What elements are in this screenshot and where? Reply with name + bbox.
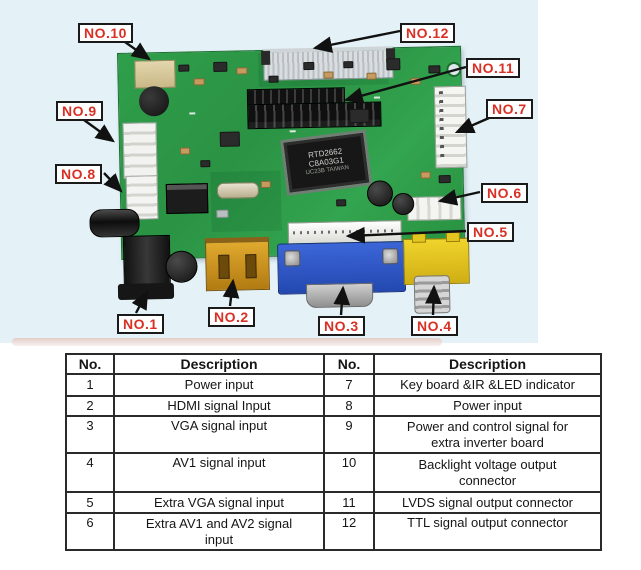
vga-screw bbox=[382, 248, 399, 265]
cell-desc: AV1 signal input bbox=[113, 452, 325, 493]
table-row: 1 Power input 7 Key board &IR &LED indic… bbox=[65, 373, 602, 397]
dc-jack-base bbox=[117, 282, 175, 301]
hdmi-connector bbox=[204, 236, 270, 292]
cell-no: 5 bbox=[65, 491, 115, 514]
callout-no3: NO.3 bbox=[318, 316, 365, 336]
smd-part bbox=[178, 64, 190, 72]
silkscreen-mark bbox=[189, 112, 196, 115]
callout-no11: NO.11 bbox=[466, 58, 521, 78]
cell-desc: Power input bbox=[113, 373, 325, 397]
cell-desc: Backlight voltage output connector bbox=[373, 452, 602, 493]
crystal-oscillator bbox=[216, 182, 260, 199]
cell-desc: VGA signal input bbox=[113, 415, 325, 454]
table-row: 5 Extra VGA signal input 11 LVDS signal … bbox=[65, 491, 602, 514]
av-rca-barrel bbox=[413, 275, 451, 314]
cell-desc: HDMI signal Input bbox=[113, 395, 325, 417]
callout-no7: NO.7 bbox=[486, 99, 533, 119]
smd-part bbox=[410, 77, 421, 85]
smd-part bbox=[216, 209, 229, 218]
inverter-power-connector bbox=[122, 122, 158, 179]
main-chip: RTD2662 C8A03G1 UC23B TAIWAN bbox=[283, 132, 370, 193]
smd-part bbox=[200, 160, 211, 168]
dc-jack-barrel bbox=[89, 208, 140, 238]
table-row: 2 HDMI signal Input 8 Power input bbox=[65, 395, 602, 417]
cell-no: 1 bbox=[65, 373, 115, 397]
callout-no6: NO.6 bbox=[481, 183, 528, 203]
cell-no: 6 bbox=[65, 512, 115, 551]
cell-no: 9 bbox=[323, 415, 375, 454]
table-row: 4 AV1 signal input 10 Backlight voltage … bbox=[65, 452, 602, 493]
pcb-board: RTD2662 C8A03G1 UC23B TAIWAN bbox=[89, 45, 470, 314]
photo-shadow bbox=[12, 338, 442, 346]
smd-part bbox=[438, 175, 451, 184]
backlight-output-connector bbox=[134, 59, 176, 89]
cell-no: 3 bbox=[65, 415, 115, 454]
callout-no12: NO.12 bbox=[400, 23, 455, 43]
cell-no: 11 bbox=[323, 491, 375, 514]
col-header-desc-left: Description bbox=[113, 353, 325, 375]
smd-part bbox=[366, 72, 377, 80]
callout-no2: NO.2 bbox=[208, 307, 255, 327]
smd-part bbox=[193, 78, 205, 86]
cell-desc: Extra VGA signal input bbox=[113, 491, 325, 514]
cell-desc: LVDS signal output connector bbox=[373, 491, 602, 514]
cell-no: 2 bbox=[65, 395, 115, 417]
keyboard-connector bbox=[433, 85, 468, 169]
spec-table: No. Description No. Description 1 Power … bbox=[65, 353, 602, 551]
callout-no1: NO.1 bbox=[117, 314, 164, 334]
cell-desc: Power input bbox=[373, 395, 602, 417]
board-photo: RTD2662 C8A03G1 UC23B TAIWAN bbox=[0, 0, 641, 350]
capacitor bbox=[366, 180, 394, 207]
smd-part bbox=[268, 75, 279, 83]
cell-no: 8 bbox=[323, 395, 375, 417]
cell-no: 12 bbox=[323, 512, 375, 551]
col-header-desc-right: Description bbox=[373, 353, 602, 375]
smd-part bbox=[343, 61, 354, 69]
callout-no5: NO.5 bbox=[467, 222, 514, 242]
smd-part bbox=[260, 180, 271, 189]
pcb-shade bbox=[210, 170, 282, 233]
voltage-regulator bbox=[165, 183, 209, 215]
smd-part bbox=[336, 199, 347, 207]
silkscreen-mark bbox=[289, 130, 296, 133]
table-header-row: No. Description No. Description bbox=[65, 353, 602, 375]
smd-part bbox=[420, 171, 431, 179]
smd-part bbox=[303, 61, 315, 71]
extra-av-connector bbox=[407, 195, 462, 221]
soic-chip bbox=[349, 108, 370, 124]
smd-part bbox=[386, 58, 401, 71]
callout-no9: NO.9 bbox=[56, 101, 103, 121]
cell-no: 10 bbox=[323, 452, 375, 493]
col-header-no-left: No. bbox=[65, 353, 115, 375]
smd-part bbox=[236, 67, 248, 75]
mounting-hole bbox=[446, 61, 462, 78]
silkscreen-mark bbox=[373, 96, 381, 99]
vga-screw bbox=[284, 250, 301, 267]
col-header-no-right: No. bbox=[323, 353, 375, 375]
soic-chip bbox=[219, 131, 240, 147]
cell-desc: Power and control signal for extra inver… bbox=[373, 415, 602, 454]
smd-part bbox=[428, 65, 441, 74]
callout-no8: NO.8 bbox=[55, 164, 102, 184]
table-row: 3 VGA signal input 9 Power and control s… bbox=[65, 415, 602, 454]
inductor bbox=[138, 85, 170, 117]
smd-part bbox=[179, 147, 191, 155]
cell-no: 4 bbox=[65, 452, 115, 493]
table-row: 6 Extra AV1 and AV2 signal input 12 TTL … bbox=[65, 512, 602, 551]
callout-no4: NO.4 bbox=[411, 316, 458, 336]
cell-no: 7 bbox=[323, 373, 375, 397]
smd-part bbox=[213, 61, 228, 72]
cell-desc: Extra AV1 and AV2 signal input bbox=[113, 512, 325, 551]
callout-no10: NO.10 bbox=[78, 23, 133, 43]
smd-part bbox=[323, 71, 334, 79]
cell-desc: TTL signal output connector bbox=[373, 512, 602, 551]
cell-desc: Key board &IR &LED indicator bbox=[373, 373, 602, 397]
vga-dsub-shell bbox=[305, 282, 374, 309]
dc-jack-body bbox=[122, 234, 171, 288]
